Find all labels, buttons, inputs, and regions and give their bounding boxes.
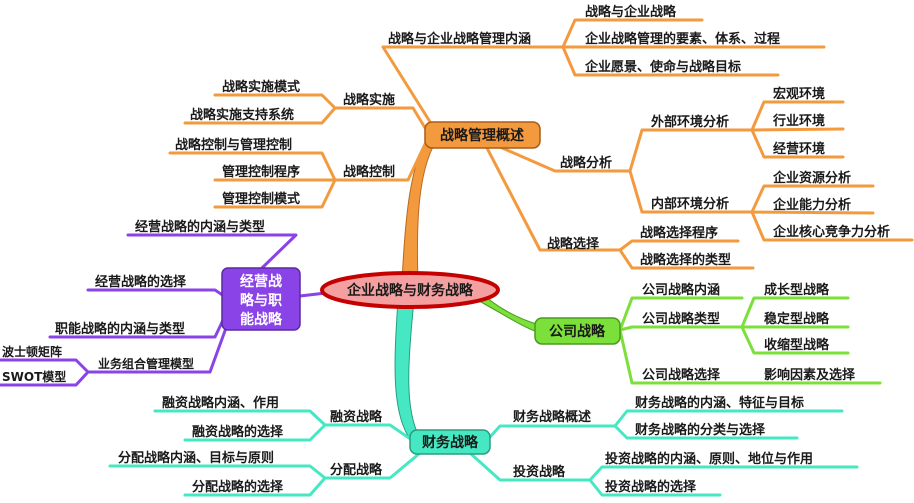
topic[interactable]: 外部环境分析 (650, 114, 729, 130)
node-strategy-overview[interactable]: 战略管理概述 (424, 121, 541, 149)
topic[interactable]: 投资战略的选择 (605, 479, 697, 495)
orange-branches (168, 18, 914, 270)
topic[interactable]: 企业资源分析 (772, 170, 851, 186)
topic[interactable]: 职能战略的内涵与类型 (55, 321, 185, 337)
topic[interactable]: 战略分析 (560, 155, 612, 171)
topic[interactable]: 融资战略 (330, 409, 383, 425)
orange-trunk (401, 134, 441, 283)
topic[interactable]: 管理控制模式 (222, 191, 300, 207)
topic[interactable]: 企业愿景、使命与战略目标 (584, 59, 741, 75)
topic[interactable]: 管理控制程序 (222, 164, 300, 180)
topic[interactable]: 战略与企业战略 (585, 4, 677, 20)
svg-text:能战略: 能战略 (240, 311, 283, 328)
topic[interactable]: 战略选择 (547, 236, 600, 252)
topic[interactable]: 企业战略管理的要素、体系、过程 (584, 31, 780, 47)
center-label: 企业战略与财务战略 (346, 282, 474, 299)
topic[interactable]: 公司战略类型 (642, 311, 720, 327)
teal-trunk (394, 299, 421, 446)
orange-labels: 战略与企业战略管理内涵 战略与企业战略 企业战略管理的要素、体系、过程 企业愿景… (175, 4, 890, 268)
topic[interactable]: 经营战略的选择 (95, 274, 187, 290)
purple-branches (0, 233, 298, 387)
svg-text:公司战略: 公司战略 (549, 323, 606, 340)
topic[interactable]: 波士顿矩阵 (2, 344, 62, 359)
topic[interactable]: 分配战略 (330, 462, 383, 478)
topic[interactable]: 公司战略选择 (642, 367, 721, 383)
node-corporate-strategy[interactable]: 公司战略 (534, 317, 621, 345)
topic[interactable]: 战略实施模式 (222, 79, 300, 95)
topic[interactable]: 宏观环境 (773, 86, 825, 102)
svg-text:财务战略: 财务战略 (421, 434, 479, 451)
topic[interactable]: 分配战略内涵、目标与原则 (118, 450, 274, 466)
green-labels: 公司战略内涵 公司战略类型 成长型战略 稳定型战略 收缩型战略 公司战略选择 影… (642, 282, 856, 383)
topic[interactable]: 融资战略的选择 (192, 424, 284, 440)
topic[interactable]: 业务组合管理模型 (98, 356, 194, 371)
topic[interactable]: 战略与企业战略管理内涵 (388, 31, 531, 47)
topic[interactable]: 战略选择程序 (640, 225, 718, 241)
svg-text:战略管理概述: 战略管理概述 (440, 127, 524, 144)
node-financial-strategy[interactable]: 财务战略 (409, 429, 491, 455)
topic[interactable]: 战略选择的类型 (640, 252, 731, 268)
svg-text:经营战: 经营战 (240, 273, 282, 290)
center-node[interactable]: 企业战略与财务战略 (320, 271, 500, 309)
topic[interactable]: 分配战略的选择 (192, 479, 284, 495)
topic[interactable]: 行业环境 (772, 113, 825, 129)
node-business-functional-strategy[interactable]: 经营战 略与职 能战略 (221, 267, 301, 331)
topic[interactable]: 投资战略的内涵、原则、地位与作用 (605, 451, 813, 467)
topic[interactable]: 融资战略内涵、作用 (162, 395, 279, 411)
topic[interactable]: 投资战略 (513, 464, 566, 480)
topic[interactable]: 成长型战略 (764, 282, 830, 298)
topic[interactable]: 财务战略概述 (513, 409, 591, 425)
topic[interactable]: 收缩型战略 (764, 337, 830, 353)
topic[interactable]: 经营环境 (773, 141, 825, 157)
purple-labels: 经营战略的内涵与类型 经营战略的选择 职能战略的内涵与类型 业务组合管理模型 波… (2, 219, 265, 384)
topic[interactable]: 影响因素及选择 (764, 367, 856, 383)
topic[interactable]: 稳定型战略 (764, 311, 830, 327)
topic[interactable]: 财务战略的分类与选择 (635, 422, 766, 438)
topic[interactable]: 财务战略的内涵、特征与目标 (635, 395, 804, 411)
topic[interactable]: 企业核心竞争力分析 (772, 224, 890, 240)
topic[interactable]: 战略实施支持系统 (190, 107, 294, 123)
topic[interactable]: 战略控制 (343, 164, 395, 180)
teal-labels: 财务战略概述 财务战略的内涵、特征与目标 财务战略的分类与选择 投资战略 投资战… (118, 395, 813, 495)
topic[interactable]: 战略控制与管理控制 (175, 137, 292, 153)
topic[interactable]: 经营战略的内涵与类型 (135, 219, 265, 235)
teal-branches (108, 409, 859, 497)
topic[interactable]: SWOT模型 (2, 369, 66, 384)
svg-text:略与职: 略与职 (240, 292, 282, 309)
green-branches (618, 296, 882, 385)
topic[interactable]: 内部环境分析 (651, 196, 729, 212)
topic[interactable]: 公司战略内涵 (642, 282, 720, 298)
topic[interactable]: 企业能力分析 (772, 197, 851, 213)
topic[interactable]: 战略实施 (343, 92, 395, 108)
